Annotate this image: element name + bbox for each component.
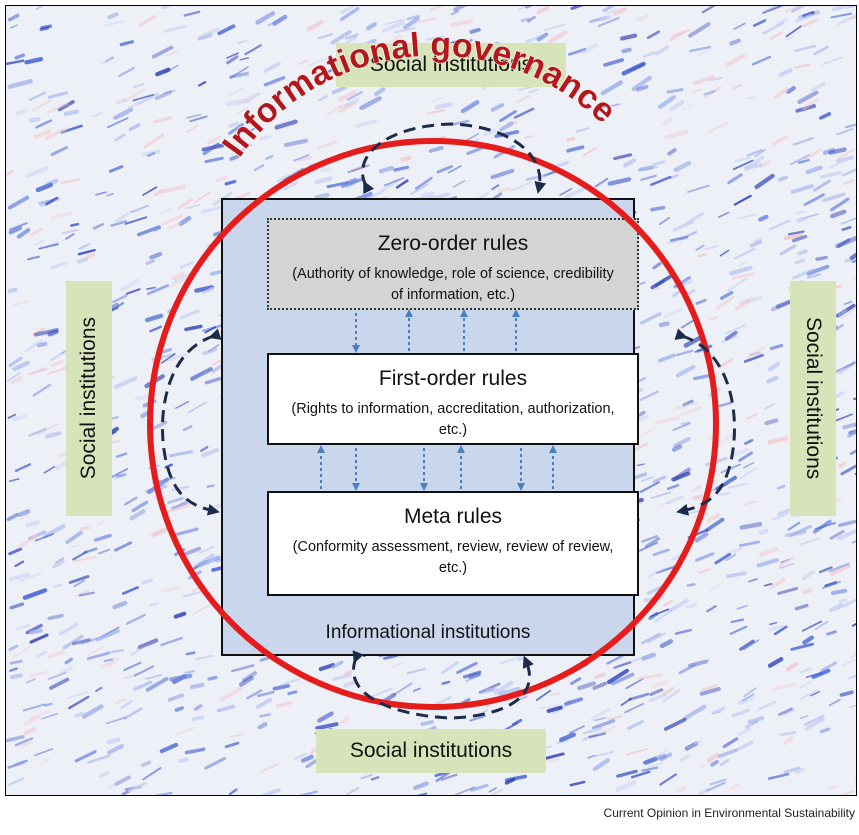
social-institutions-top: Social institutions: [336, 43, 566, 87]
social-institutions-bottom-label: Social institutions: [349, 739, 513, 762]
first-order-rules-title: First-order rules: [378, 367, 528, 390]
social-institutions-bottom: Social institutions: [316, 729, 546, 773]
cycle-arrow-top: [361, 122, 547, 195]
diagram-overlay: Informational governance: [147, 25, 736, 720]
zero-order-rules-description: (Authority of knowledge, role of science…: [292, 266, 614, 304]
social-institutions-right: Social institutions: [790, 281, 836, 516]
meta-rules-description: (Conformity assessment, review, review o…: [292, 539, 614, 577]
zero-first-arrows: [352, 309, 520, 353]
zero-order-rules-box: Zero-order rules (Authority of knowledge…: [267, 218, 639, 310]
first-order-rules-description: (Rights to information, accreditation, a…: [291, 401, 615, 439]
first-order-rules-box: First-order rules (Rights to information…: [267, 353, 639, 445]
social-institutions-top-label: Social institutions: [369, 53, 533, 76]
governance-circle: [147, 138, 719, 710]
meta-rules-box: Meta rules (Conformity assessment, revie…: [267, 491, 639, 596]
first-meta-arrows: [317, 445, 557, 491]
cycle-arrow-right: [674, 328, 736, 516]
cycle-arrow-bottom: [352, 650, 534, 720]
zero-order-rules-title: Zero-order rules: [377, 232, 529, 255]
informational-institutions-label: Informational institutions: [325, 622, 531, 643]
source-credit: Current Opinion in Environmental Sustain…: [603, 806, 855, 820]
cycle-arrow-left: [160, 328, 222, 516]
social-institutions-left: Social institutions: [66, 281, 112, 516]
meta-rules-title: Meta rules: [403, 505, 503, 528]
social-institutions-right-label: Social institutions: [802, 317, 825, 480]
cycle-arrows: [160, 122, 736, 720]
figure-frame: Social institutions Social institutions …: [5, 5, 857, 796]
